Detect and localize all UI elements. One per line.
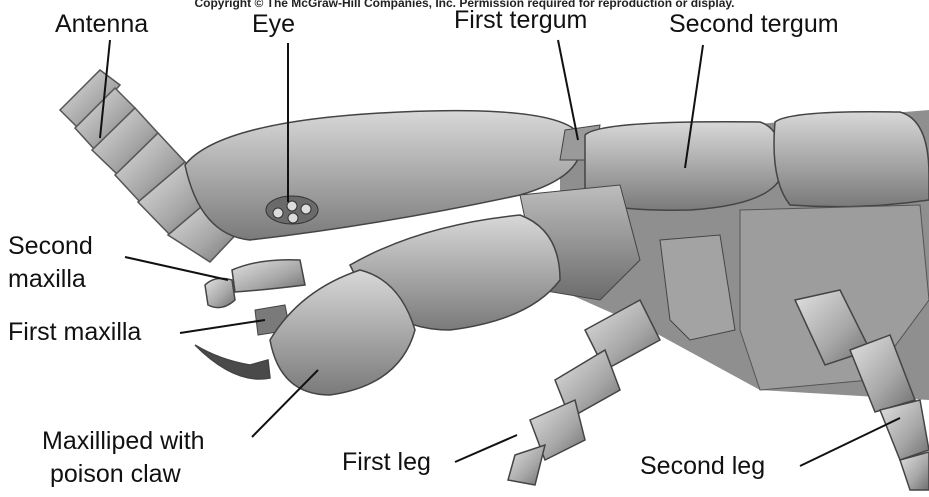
first-leg: [508, 300, 660, 485]
label-second-maxilla-line2: maxilla: [8, 265, 86, 294]
third-tergum-plate: [774, 112, 929, 207]
label-first-leg: First leg: [342, 448, 431, 477]
label-maxilliped-line2: poison claw: [50, 460, 181, 489]
label-antenna: Antenna: [55, 10, 148, 39]
second-maxilla-appendage: [205, 260, 305, 308]
second-maxilla-leader: [125, 257, 228, 280]
label-first-tergum: First tergum: [454, 6, 587, 35]
label-eye: Eye: [252, 10, 295, 39]
maxilliped-leader: [252, 370, 318, 437]
second-leg-leader: [800, 418, 900, 466]
first-maxilla-leader: [180, 320, 265, 333]
label-second-maxilla-line1: Second: [8, 232, 93, 261]
first-leg-leader: [455, 435, 517, 462]
eye-ocelli: [266, 196, 318, 224]
label-second-leg: Second leg: [640, 452, 765, 481]
poison-claw: [195, 345, 270, 379]
label-maxilliped-line1: Maxilliped with: [42, 427, 205, 456]
maxilliped: [195, 215, 560, 395]
label-first-maxilla: First maxilla: [8, 318, 141, 347]
label-second-tergum: Second tergum: [669, 10, 839, 39]
